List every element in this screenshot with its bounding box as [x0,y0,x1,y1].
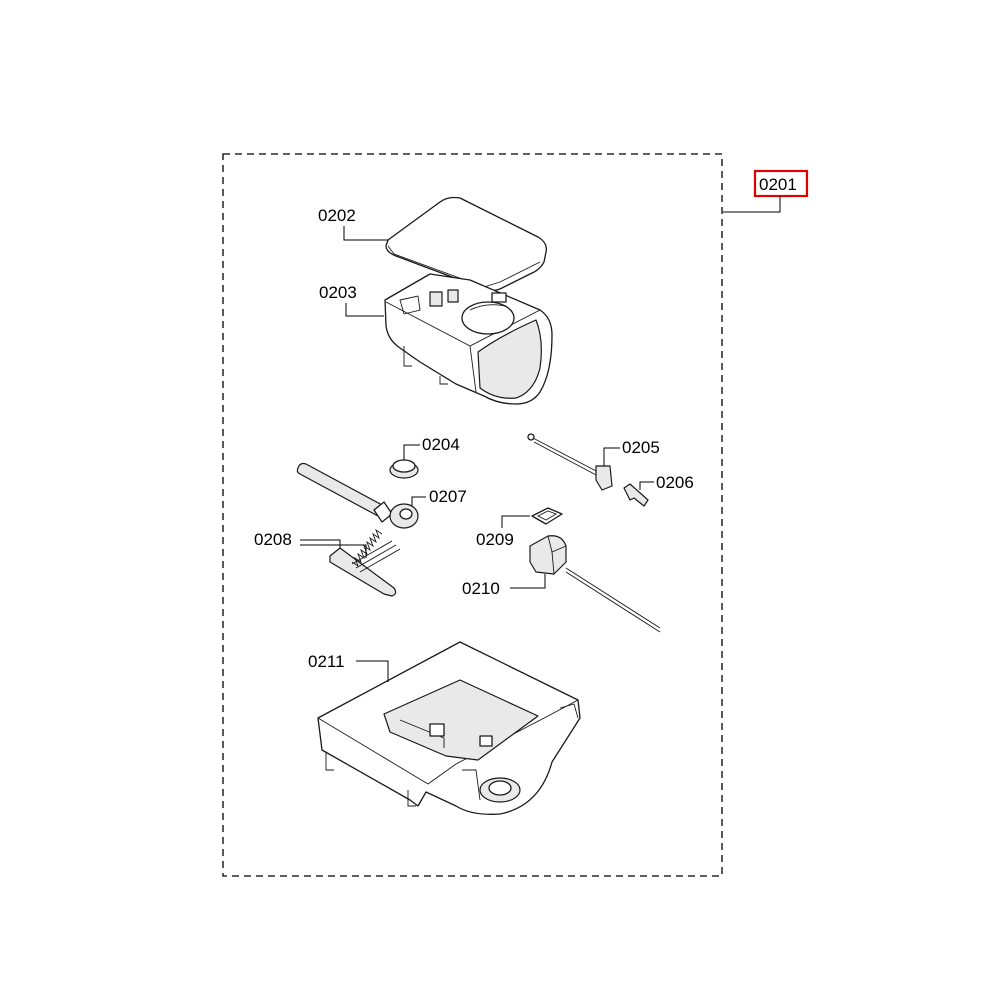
label-0209: 0209 [476,530,514,549]
label-0202: 0202 [318,206,356,225]
label-0206: 0206 [656,473,694,492]
leader-0202 [343,226,388,241]
leader-0210 [510,574,546,589]
leader-0208a [300,539,341,548]
part-0208-lever [329,528,401,597]
assembly-boundary [222,153,723,877]
leader-0211 [356,660,389,682]
leader-0203 [345,303,384,317]
leader-0206 [639,481,654,490]
part-0206-clip [623,483,649,507]
leader-0205 [603,447,620,466]
highlight-box [753,169,809,198]
part-0209-seal [531,507,563,525]
leader-0204 [403,444,420,460]
part-0207-shaft [296,462,419,529]
label-0207: 0207 [429,487,467,506]
label-0208: 0208 [254,530,292,549]
leader-0201 [723,196,781,213]
callout-0201[interactable]: 0201 [723,169,809,213]
leader-0208b [300,544,367,558]
part-0210-probe [529,535,661,633]
part-0205-sensor [527,433,613,491]
label-0210: 0210 [462,579,500,598]
label-0204: 0204 [422,435,460,454]
label-0203: 0203 [319,283,357,302]
part-0203-housing [384,273,553,405]
part-0204-cap [389,459,419,479]
leader-0209 [501,515,530,528]
label-0205: 0205 [622,438,660,457]
label-0211: 0211 [308,652,345,671]
label-0201: 0201 [759,175,797,194]
leader-0207 [411,496,426,506]
part-0202-lid [385,196,547,292]
part-0211-cover [317,641,581,815]
